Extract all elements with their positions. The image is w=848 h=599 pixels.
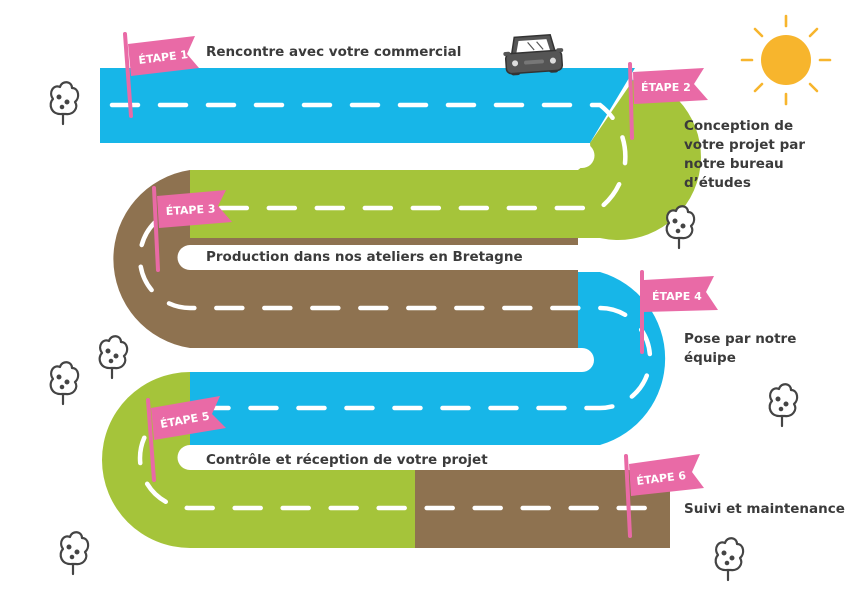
tree-icon	[49, 361, 80, 406]
step-3-label: Production dans nos ateliers en Bretagne	[206, 249, 523, 265]
step-6-label: Suivi et maintenance	[684, 501, 845, 517]
tree-icon	[714, 537, 745, 582]
step-1-label: Rencontre avec votre commercial	[206, 44, 462, 60]
flag-etape-3: ÉTAPE 3	[152, 186, 232, 272]
flag-etape-5: ÉTAPE 5	[146, 396, 226, 482]
svg-text:ÉTAPE 6: ÉTAPE 6	[636, 469, 687, 488]
road-segment-blue-2	[190, 272, 666, 445]
tree-icon	[59, 531, 90, 576]
step-5-label: Contrôle et réception de votre projet	[206, 452, 488, 468]
flag-etape-1: ÉTAPE 1	[123, 32, 199, 118]
road-segment-green-1	[190, 76, 701, 240]
sun-icon	[740, 14, 832, 106]
road-center-line	[109, 102, 668, 511]
road-segment-brown-1	[113, 170, 579, 348]
flag-etape-6: ÉTAPE 6	[624, 454, 704, 538]
trees	[49, 81, 799, 582]
tree-icon	[49, 81, 80, 126]
flag-etape-2: ÉTAPE 2	[628, 62, 708, 140]
svg-text:ÉTAPE 2: ÉTAPE 2	[641, 81, 691, 94]
tree-icon	[98, 335, 129, 380]
road-inner-gaps	[100, 143, 640, 470]
svg-text:ÉTAPE 4: ÉTAPE 4	[652, 290, 702, 303]
tree-icon	[665, 205, 696, 250]
car-icon	[503, 34, 564, 76]
svg-text:ÉTAPE 1: ÉTAPE 1	[138, 48, 189, 67]
svg-text:ÉTAPE 3: ÉTAPE 3	[165, 202, 215, 218]
flag-etape-4: ÉTAPE 4	[640, 270, 718, 354]
tree-icon	[768, 383, 799, 428]
step-2-label: Conception de votre projet par notre bur…	[684, 118, 806, 191]
step-4-label: Pose par notre équipe	[684, 331, 797, 366]
